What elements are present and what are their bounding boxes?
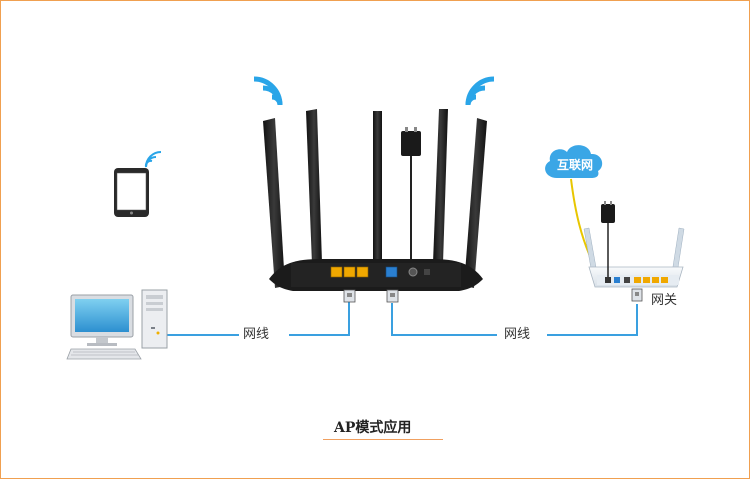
tablet-device — [114, 168, 149, 217]
router-wifi-icon-left — [253, 76, 283, 106]
router-power-adapter — [401, 127, 421, 259]
gateway-device — [583, 227, 685, 288]
diagram-caption: AP模式应用 — [334, 420, 412, 436]
caption-underline — [323, 439, 443, 440]
tablet-wifi-icon — [144, 151, 162, 168]
cable-label-right: 网线 — [504, 327, 531, 343]
cable-router-to-gateway — [391, 303, 638, 336]
gateway-label: 网关 — [651, 293, 678, 309]
rj45-plug-lan — [343, 289, 356, 303]
desktop-computer — [66, 289, 168, 360]
gateway-power-adapter — [601, 201, 615, 277]
internet-cloud — [545, 145, 603, 178]
wireless-router — [263, 109, 487, 291]
internet-label: 互联网 — [556, 158, 593, 172]
rj45-plug-wan — [386, 289, 399, 303]
router-wifi-icon-right — [465, 76, 495, 106]
cable-computer-to-router — [167, 301, 350, 336]
cable-label-left: 网线 — [243, 327, 270, 343]
rj45-plug-gateway — [631, 288, 643, 302]
